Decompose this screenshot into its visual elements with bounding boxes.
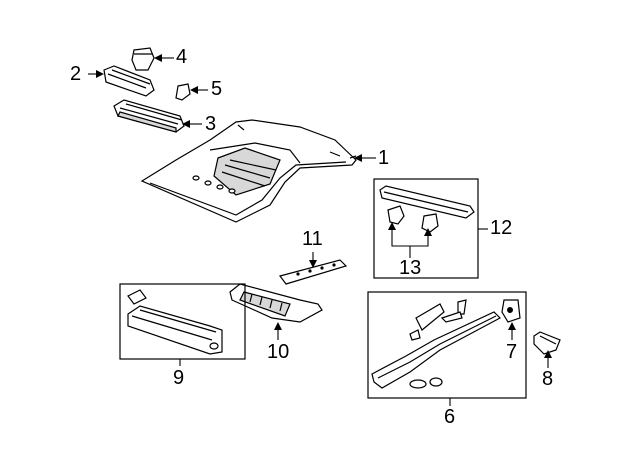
- callout-6: 6: [444, 406, 456, 428]
- callout-11: 11: [302, 228, 323, 250]
- part-12-bow: [379, 185, 475, 219]
- part-1-floor-pan: [140, 119, 357, 223]
- part-10-crossmember: [229, 283, 323, 323]
- part-8-bracket: [533, 331, 561, 355]
- callout-9: 9: [173, 367, 185, 389]
- part-5-clip: [175, 83, 191, 101]
- part-9-box: [119, 283, 246, 360]
- callout-12: 12: [490, 217, 513, 239]
- callout-8: 8: [542, 368, 554, 390]
- part-6-box: [367, 291, 527, 399]
- callout-13: 13: [399, 257, 422, 279]
- callout-2: 2: [70, 63, 82, 85]
- part-6-rail: [371, 299, 501, 389]
- part-7-bracket: [501, 299, 521, 323]
- callout-5: 5: [211, 78, 223, 100]
- callout-1: 1: [378, 147, 390, 169]
- callout-3: 3: [205, 113, 217, 135]
- part-13-brackets: [387, 205, 439, 233]
- callout-7: 7: [506, 341, 518, 363]
- part-2-bracket: [103, 65, 155, 97]
- part-9-rail: [127, 289, 223, 355]
- callout-4: 4: [176, 46, 188, 68]
- part-4-cap: [131, 47, 155, 71]
- part-3-crossmember: [113, 99, 185, 133]
- part-11-support: [278, 259, 348, 285]
- callout-10: 10: [267, 341, 290, 363]
